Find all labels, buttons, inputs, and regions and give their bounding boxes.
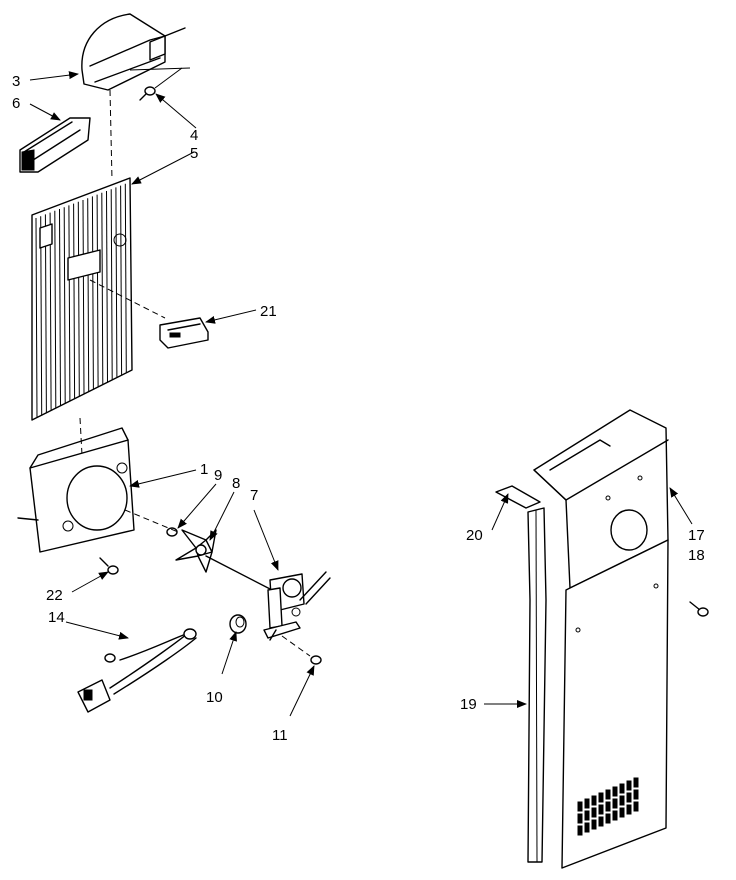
callout-11: 11 (272, 727, 288, 744)
callout-5: 5 (190, 145, 198, 162)
callout-20: 20 (466, 527, 483, 544)
callout-17: 17 (688, 527, 705, 544)
callout-leaders (29, 71, 693, 717)
screw-18 (689, 601, 709, 617)
callout-19: 19 (460, 696, 477, 713)
callout-6: 6 (12, 95, 20, 112)
bracket-21 (159, 317, 209, 349)
callout-4: 4 (190, 127, 198, 144)
callout-18: 18 (688, 547, 705, 564)
callout-3: 3 (12, 73, 20, 90)
evaporator-cover-panel (31, 177, 133, 421)
alignment-line-top (109, 89, 113, 181)
screw-11 (281, 635, 322, 665)
screw-22 (99, 557, 119, 575)
callout-9: 9 (214, 467, 222, 484)
callout-1: 1 (200, 461, 208, 478)
grommet-10 (229, 614, 247, 634)
fan-motor-7 (263, 571, 331, 641)
motor-shaft (205, 555, 273, 591)
wire-harness-14 (77, 628, 197, 713)
callout-8: 8 (232, 475, 240, 492)
washer-9 (166, 527, 178, 537)
grille-6 (19, 117, 91, 173)
callout-14: 14 (48, 609, 65, 626)
callout-10: 10 (206, 689, 223, 706)
alignment-line-bracket (89, 279, 166, 319)
fan-shroud (17, 427, 135, 553)
air-duct-cover (81, 13, 191, 91)
strip-20 (495, 485, 541, 509)
callout-7: 7 (250, 487, 258, 504)
screw-4 (139, 67, 183, 101)
channel-19 (527, 507, 547, 863)
alignment-line-mid (79, 417, 83, 456)
rear-cover-panel-17 (533, 409, 669, 869)
fan-blade-8 (175, 529, 217, 573)
callout-22: 22 (46, 587, 63, 604)
callout-21: 21 (260, 303, 277, 320)
